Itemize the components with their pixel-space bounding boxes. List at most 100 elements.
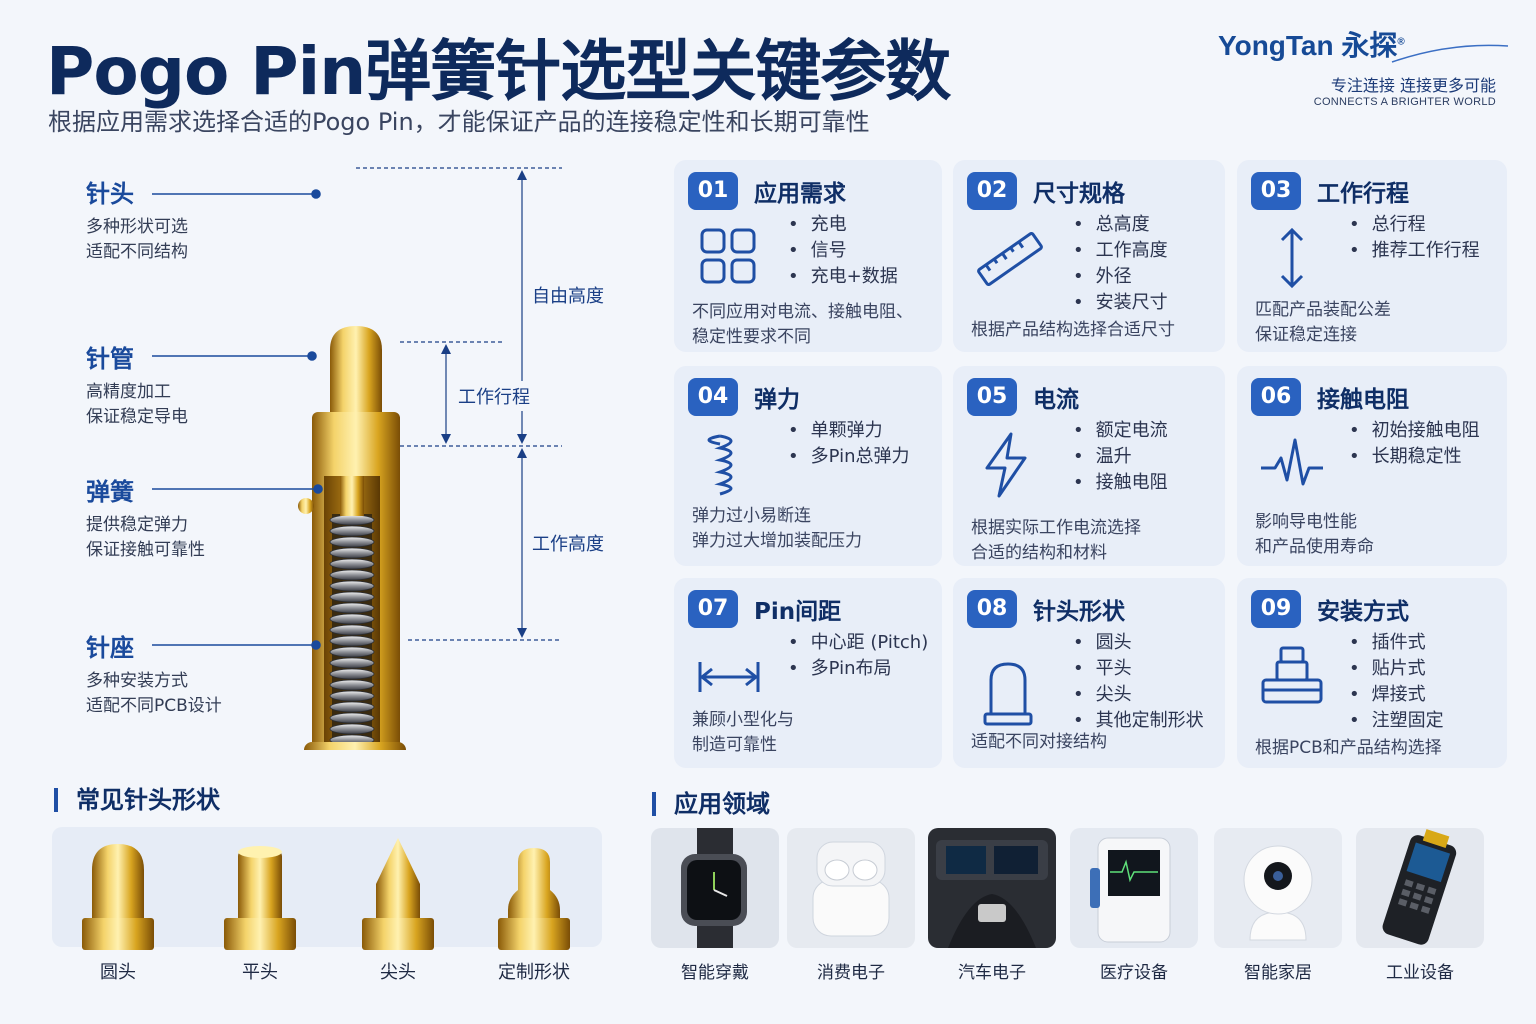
brand-slogan-en: CONNECTS A BRIGHTER WORLD [1313, 96, 1496, 108]
spring-icon [694, 430, 764, 500]
param-card-05: 05 电流额定电流温升接触电阻根据实际工作电流选择合适的结构和材料 [953, 366, 1225, 566]
section-title-applications: 应用领域 [652, 792, 770, 816]
home-camera-icon [1214, 828, 1342, 948]
card-bullet-item: 安装尺寸 [1073, 290, 1168, 316]
vertical-arrow-icon [1257, 224, 1327, 294]
card-bullet-list: 总行程推荐工作行程 [1349, 212, 1480, 264]
pin-base [304, 742, 406, 750]
head-shape-custom [474, 830, 594, 954]
brand-name: YongTan 永探® [1218, 30, 1405, 61]
lightning-icon [973, 430, 1043, 500]
card-bullet-item: 推荐工作行程 [1349, 238, 1480, 264]
card-bullet-item: 圆头 [1073, 630, 1204, 656]
medical-monitor-icon [1070, 828, 1198, 948]
head-shape-label: 圆头 [100, 962, 136, 983]
working-stroke-label: 工作行程 [458, 381, 530, 411]
card-bullet-item: 总行程 [1349, 212, 1480, 238]
ruler-icon [973, 224, 1043, 294]
card-bullet-list: 充电信号充电+数据 [788, 212, 898, 290]
card-title: 接触电阻 [1317, 387, 1409, 413]
card-bullet-list: 中心距 (Pitch)多Pin布局 [788, 630, 929, 682]
card-bullet-item: 多Pin总弹力 [788, 444, 910, 470]
card-note: 影响导电性能和产品使用寿命 [1255, 512, 1374, 557]
part-name: 针管 [86, 345, 134, 373]
card-bullet-item: 总高度 [1073, 212, 1168, 238]
card-bullet-list: 圆头平头尖头其他定制形状 [1073, 630, 1204, 734]
part-desc: 多种安装方式适配不同PCB设计 [86, 671, 222, 716]
head-shape-label: 定制形状 [498, 962, 570, 983]
card-number: 03 [1251, 172, 1301, 210]
earbuds-icon [787, 828, 915, 948]
car-console-icon [928, 828, 1056, 948]
card-bullet-list: 总高度工作高度外径安装尺寸 [1073, 212, 1168, 316]
card-title: Pin间距 [754, 599, 842, 625]
card-bullet-item: 其他定制形状 [1073, 708, 1204, 734]
card-bullet-item: 多Pin布局 [788, 656, 928, 682]
card-title: 针头形状 [1033, 599, 1125, 625]
smartwatch-icon [651, 828, 779, 948]
head-shape-label: 尖头 [380, 962, 416, 983]
card-number: 04 [688, 378, 738, 416]
card-bullet-list: 插件式贴片式焊接式注塑固定 [1349, 630, 1444, 734]
card-bullet-item: 焊接式 [1349, 682, 1444, 708]
pin-head-icon [973, 658, 1043, 728]
card-title: 弹力 [754, 387, 800, 413]
working-height-label: 工作高度 [532, 528, 604, 558]
card-bullet-item: 初始接触电阻 [1349, 418, 1480, 444]
param-card-08: 08 针头形状圆头平头尖头其他定制形状适配不同对接结构 [953, 578, 1225, 768]
card-bullet-item: 工作高度 [1073, 238, 1168, 264]
card-bullet-item: 尖头 [1073, 682, 1204, 708]
card-note: 兼顾小型化与制造可靠性 [692, 710, 794, 755]
part-desc: 多种形状可选适配不同结构 [86, 217, 188, 262]
pin-diagram: 针头 多种形状可选适配不同结构 针管 高精度加工保证稳定导电 弹簧 提供稳定弹力… [0, 150, 660, 750]
param-card-03: 03工作行程总行程推荐工作行程匹配产品装配公差保证稳定连接 [1237, 160, 1507, 352]
card-title: 电流 [1033, 387, 1079, 413]
part-name: 针座 [86, 634, 134, 662]
pin-head [330, 326, 382, 412]
card-bullet-item: 额定电流 [1073, 418, 1168, 444]
swoosh-icon [1391, 44, 1509, 63]
card-note: 根据PCB和产品结构选择 [1255, 738, 1442, 758]
card-bullet-item: 外径 [1073, 264, 1168, 290]
head-shape-flat [200, 830, 320, 954]
card-note: 根据实际工作电流选择合适的结构和材料 [971, 518, 1141, 563]
part-name: 弹簧 [86, 478, 134, 506]
head-shape-round [58, 830, 178, 954]
handheld-terminal-icon [1356, 828, 1484, 948]
card-number: 07 [688, 590, 738, 628]
application-label: 汽车电子 [958, 963, 1026, 983]
free-height-label: 自由高度 [532, 280, 604, 310]
brand-slogan: 专注连接 连接更多可能 [1330, 76, 1496, 95]
application-label: 智能家居 [1244, 963, 1312, 983]
card-title: 工作行程 [1317, 181, 1409, 207]
part-pin-base: 针座 多种安装方式适配不同PCB设计 [86, 628, 326, 719]
part-pin-barrel: 针管 高精度加工保证稳定导电 [86, 339, 326, 430]
card-title: 应用需求 [754, 181, 846, 207]
card-bullet-item: 信号 [788, 238, 898, 264]
pogo-pin-illustration [152, 167, 562, 750]
card-bullet-item: 接触电阻 [1073, 470, 1168, 496]
card-bullet-item: 充电 [788, 212, 898, 238]
card-bullet-item: 长期稳定性 [1349, 444, 1480, 470]
card-number: 05 [967, 378, 1017, 416]
param-card-04: 04弹力单颗弹力多Pin总弹力弹力过小易断连弹力过大增加装配压力 [674, 366, 942, 566]
card-bullet-item: 平头 [1073, 656, 1204, 682]
part-pin-head: 针头 多种形状可选适配不同结构 [86, 174, 326, 265]
param-card-06: 06接触电阻初始接触电阻长期稳定性影响导电性能和产品使用寿命 [1237, 366, 1507, 566]
page-title: Pogo Pin弹簧针选型关键参数 [46, 33, 951, 110]
card-number: 09 [1251, 590, 1301, 628]
card-bullet-item: 温升 [1073, 444, 1168, 470]
card-note: 适配不同对接结构 [971, 732, 1107, 752]
page-subtitle: 根据应用需求选择合适的Pogo Pin，才能保证产品的连接稳定性和长期可靠性 [48, 108, 870, 136]
part-name: 针头 [86, 180, 134, 208]
pulse-icon [1257, 430, 1327, 500]
card-bullet-item: 单颗弹力 [788, 418, 910, 444]
param-card-09: 09 安装方式插件式贴片式焊接式注塑固定根据PCB和产品结构选择 [1237, 578, 1507, 768]
card-number: 02 [967, 172, 1017, 210]
head-shape-pointed [338, 830, 458, 954]
card-title: 安装方式 [1317, 599, 1409, 625]
card-bullet-item: 充电+数据 [788, 264, 898, 290]
card-bullet-item: 插件式 [1349, 630, 1444, 656]
card-number: 08 [967, 590, 1017, 628]
